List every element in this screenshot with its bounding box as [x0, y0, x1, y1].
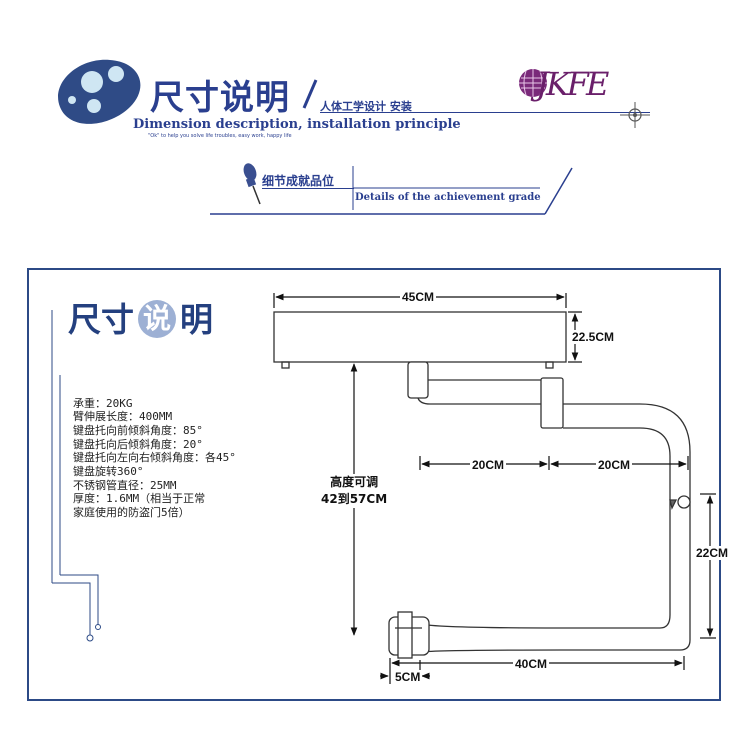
dim-clamp-label: 5CM [393, 670, 423, 684]
header-underline [320, 112, 650, 113]
crosshair-icon [620, 102, 650, 128]
details-label-cn: 细节成就品位 [262, 174, 335, 188]
panel-title-part1: 尺寸 [68, 300, 134, 339]
spec-item: 臂伸展长度：400MM [73, 410, 173, 423]
dim-height-label: 高度可调 42到57CM [321, 474, 388, 508]
title-slash [302, 79, 318, 109]
header-subtitle: 人体工学设计 安装 [320, 100, 412, 113]
dimension-panel [27, 268, 721, 701]
panel-side-decoration [51, 310, 101, 642]
spec-item: 不锈钢管直径：25MM [73, 479, 177, 492]
details-label-en: Details of the achievement grade [355, 192, 541, 203]
header: 尺寸说明 人体工学设计 安装 Dimension description, in… [0, 0, 750, 240]
header-english: Dimension description, installation prin… [133, 117, 461, 132]
spec-item: 键盘旋转360° [73, 465, 144, 478]
spec-item: 承重：20KG [73, 397, 133, 410]
panel-title: 尺寸说明 [68, 293, 213, 341]
spec-item: 家庭使用的防盗门5倍） [73, 506, 190, 519]
details-underline-cn [262, 188, 354, 189]
header-slogan: "Ok" to help you solve life troubles, ea… [148, 133, 292, 139]
spec-item: 键盘托向后倾斜角度：20° [73, 438, 203, 451]
logo-blob-icon [58, 59, 141, 124]
spec-item: 厚度：1.6MM（相当于正常 [73, 492, 206, 505]
spec-item: 键盘托向前倾斜角度：85° [73, 424, 203, 437]
dim-vertical-label: 22CM [694, 546, 731, 560]
panel-title-circle-char: 说 [138, 300, 176, 338]
dim-arm-right-label: 20CM [596, 458, 633, 472]
dim-base-length-label: 40CM [513, 657, 550, 671]
header-title: 尺寸说明 [150, 78, 290, 118]
brand-logo-text: JKFE [536, 65, 609, 103]
dim-thickness-label: 22.5CM [570, 330, 617, 344]
dim-width-label: 45CM [400, 290, 437, 304]
details-frame [210, 166, 573, 215]
dim-height-line2: 42到57CM [321, 492, 388, 506]
dim-height-line1: 高度可调 [330, 475, 379, 489]
spec-item: 键盘托向左向右倾斜角度：各45° [73, 451, 236, 464]
dim-arm-left-label: 20CM [470, 458, 507, 472]
pushpin-icon [243, 163, 261, 205]
brand-globe-icon [519, 69, 547, 97]
panel-title-part3: 明 [180, 300, 213, 339]
